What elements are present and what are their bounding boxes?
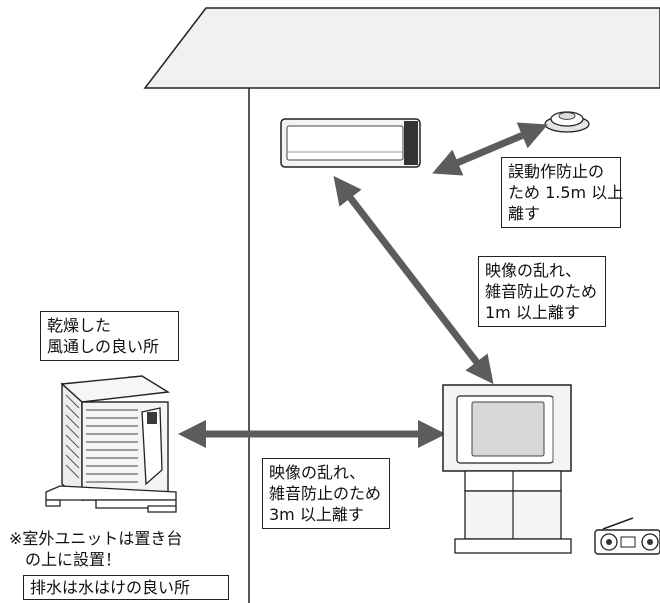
outdoor-stand-note: ※室外ユニットは置き台 の上に設置！ (9, 529, 183, 569)
indoor-unit-icon (280, 118, 421, 168)
tv-icon (442, 384, 572, 554)
arrow-indoor-to-tv (333, 175, 494, 385)
radio-icon (594, 517, 660, 555)
detector-distance-label: 誤動作防止の ため 1.5m 以上 離す (501, 157, 623, 228)
smoke-detector-icon (544, 111, 590, 133)
ceiling (143, 7, 660, 89)
arrow-indoor-to-detector (432, 122, 548, 176)
tv-distance-outdoor-label: 映像の乱れ、 雑音防止のため 3m 以上離す (262, 458, 390, 529)
tv-distance-indoor-label: 映像の乱れ、 雑音防止のため 1m 以上離す (478, 256, 606, 327)
drainage-note: 排水は水はけの良い所 (23, 575, 229, 600)
outdoor-unit-icon (45, 375, 177, 513)
outdoor-location-label: 乾燥した 風通しの良い所 (40, 311, 179, 361)
